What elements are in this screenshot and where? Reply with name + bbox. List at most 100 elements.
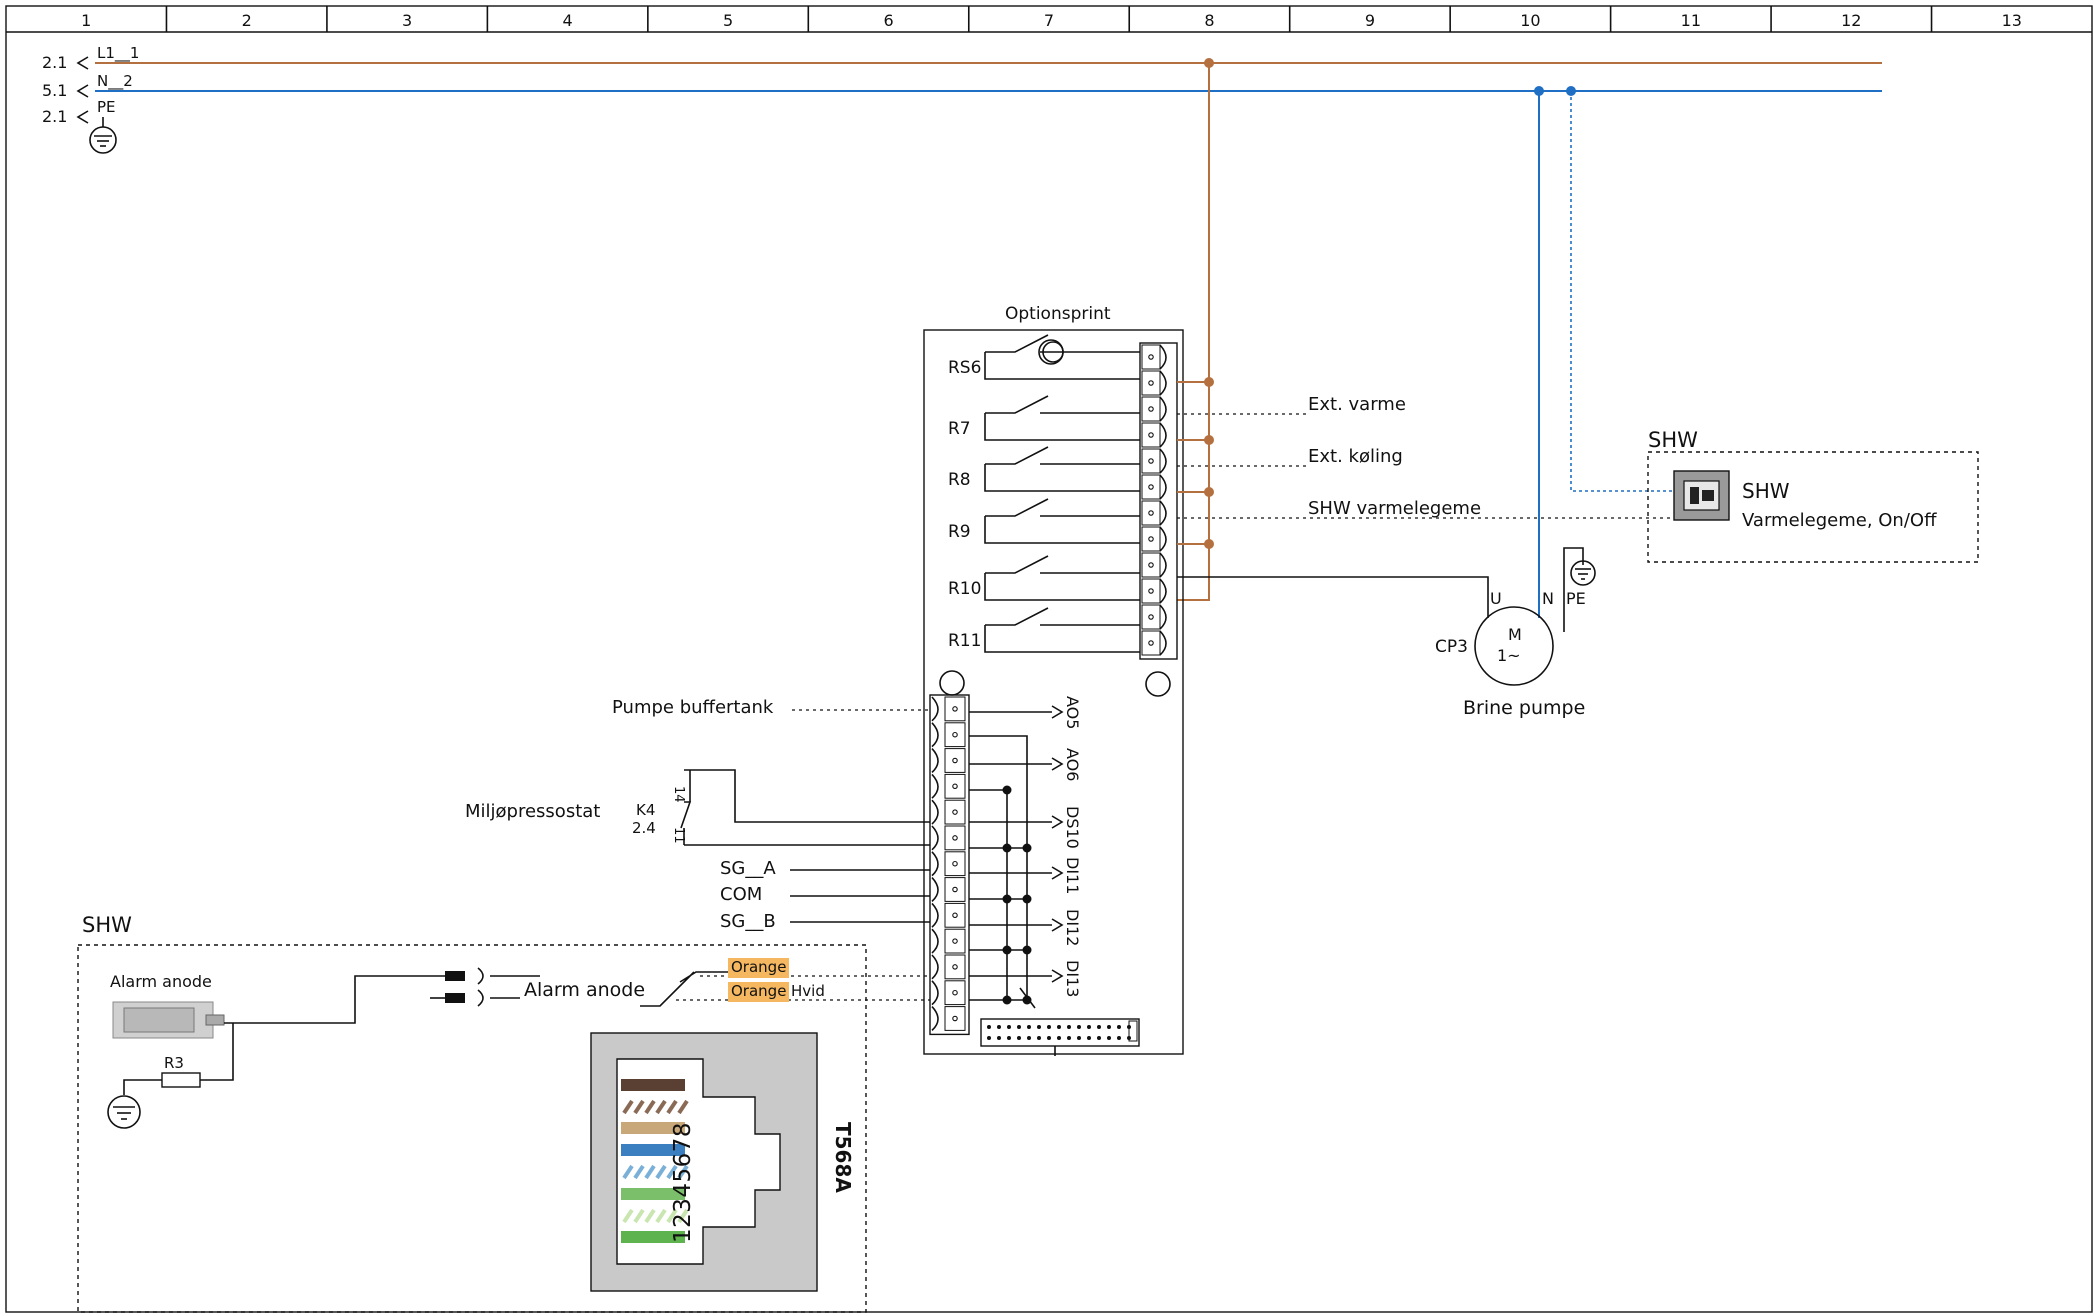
sg-b-label: SG__B — [720, 911, 776, 932]
terminal-screw — [944, 851, 966, 877]
terminal-clamp — [931, 928, 939, 954]
pump-n: N — [1542, 589, 1554, 608]
terminal-hole — [1148, 406, 1154, 412]
anode-sensor-icon — [112, 1001, 225, 1039]
rj45-stripe — [622, 1208, 634, 1224]
bus-mark — [1019, 987, 1036, 1009]
terminal-clamp — [931, 902, 939, 928]
terminal-screw — [944, 748, 966, 773]
terminal-hole — [1148, 484, 1154, 490]
n-junction — [1534, 86, 1544, 96]
column-number: 11 — [1681, 11, 1701, 30]
rj45-stripe — [622, 1099, 634, 1115]
external-outputs: Ext. varme Ext. køling SHW varmelegeme — [1177, 394, 1670, 519]
shw-box-title: SHW — [1648, 428, 1698, 452]
column-number: 7 — [1044, 11, 1054, 30]
terminal-screw — [944, 1006, 966, 1031]
header-pin — [1027, 1036, 1031, 1040]
terminal-hole — [952, 860, 958, 867]
alarm-anode-device-label: Alarm anode — [110, 972, 212, 991]
output-arrow-icon — [1051, 757, 1064, 771]
orange-tag-2 — [728, 982, 789, 1002]
column-number: 9 — [1365, 11, 1375, 30]
l1-label: L1__1 — [97, 44, 139, 63]
pump-pe: PE — [1566, 589, 1586, 608]
pin-14: 14 — [671, 786, 686, 803]
output-arrow-icon — [1051, 815, 1064, 829]
output-arrow-icon — [1051, 866, 1064, 880]
left-signals: Pumpe buffertank Miljøpressostat K4 2.4 … — [465, 697, 930, 932]
pe-label: PE — [97, 98, 116, 116]
com-label: COM — [720, 884, 762, 905]
terminal-screw — [944, 696, 966, 722]
relay-label: R10 — [948, 579, 981, 599]
column-number: 8 — [1204, 11, 1214, 30]
rj45-stripe — [644, 1164, 656, 1180]
header-pin — [1057, 1036, 1061, 1040]
terminal-hole — [1148, 380, 1154, 386]
header-pin — [1037, 1025, 1041, 1029]
header-pin — [1107, 1036, 1111, 1040]
terminal-hole — [1148, 354, 1154, 360]
rj45-stripe — [633, 1099, 645, 1115]
relay-contact — [985, 498, 1049, 517]
terminal-clamp — [1159, 448, 1167, 474]
supply-rails: 2.1 5.1 2.1 L1__1 N__2 PE — [42, 44, 1882, 154]
pump-u-wire — [1177, 576, 1489, 618]
header-pin — [997, 1025, 1001, 1029]
rj45-stripe — [622, 1164, 634, 1180]
rj45-wire — [621, 1122, 685, 1134]
relay-contact — [985, 334, 1049, 353]
header-pin — [997, 1036, 1001, 1040]
output-label: DI11 — [1063, 857, 1082, 894]
drawing-frame — [5, 5, 2093, 1313]
terminal-clamp — [931, 696, 939, 722]
terminal-screw — [944, 799, 966, 825]
terminal-screw — [1141, 370, 1161, 396]
t568a-label: T568A — [831, 1122, 855, 1193]
rj45-stripe — [655, 1164, 667, 1180]
rj45-wire — [621, 1231, 685, 1243]
relay-label: R8 — [948, 470, 971, 490]
output-label: DI12 — [1063, 909, 1082, 946]
relay-contact — [985, 446, 1049, 465]
terminal-clamp — [1159, 474, 1167, 500]
header-pin — [1007, 1025, 1011, 1029]
terminal-screw — [1141, 474, 1161, 500]
rj45-stripe — [666, 1208, 678, 1224]
shw-anode-title: SHW — [82, 913, 132, 937]
header-pin — [1077, 1025, 1081, 1029]
pump-u: U — [1490, 589, 1502, 608]
terminal-hole — [1148, 432, 1154, 438]
terminal-clamp — [1159, 578, 1167, 604]
header-pin — [987, 1025, 991, 1029]
shw-heater-box: SHW SHW Varmelegeme, On/Off — [1647, 428, 1979, 563]
pe-arrow-icon — [76, 110, 89, 124]
sg-a-label: SG__A — [720, 858, 776, 879]
column-number: 10 — [1520, 11, 1540, 30]
mount-hole-left — [939, 670, 965, 696]
terminal-clamp — [1159, 370, 1167, 396]
left-terminal-block — [929, 694, 970, 1036]
terminal-hole — [952, 912, 958, 919]
terminal-screw — [944, 877, 966, 902]
shw-varmelegeme-label: SHW varmelegeme — [1308, 498, 1481, 519]
terminal-screw — [1141, 604, 1161, 630]
n-arrow-icon — [76, 84, 89, 98]
header-pin — [1057, 1025, 1061, 1029]
header-pin — [1117, 1025, 1121, 1029]
pe-ref: 2.1 — [42, 107, 67, 126]
column-number: 2 — [242, 11, 252, 30]
alarm-anode-wire-label: Alarm anode — [524, 979, 645, 1001]
terminal-screw — [944, 902, 966, 928]
options-board-outline — [923, 329, 1184, 1055]
pump-tag: CP3 — [1435, 637, 1468, 657]
terminal-screw — [944, 980, 966, 1006]
header-pin — [1107, 1025, 1111, 1029]
rj45-stripe — [633, 1208, 645, 1224]
shw-device-title: SHW — [1742, 479, 1790, 503]
l1-ref: 2.1 — [42, 53, 67, 72]
connector-plugs-icon — [430, 967, 484, 1007]
